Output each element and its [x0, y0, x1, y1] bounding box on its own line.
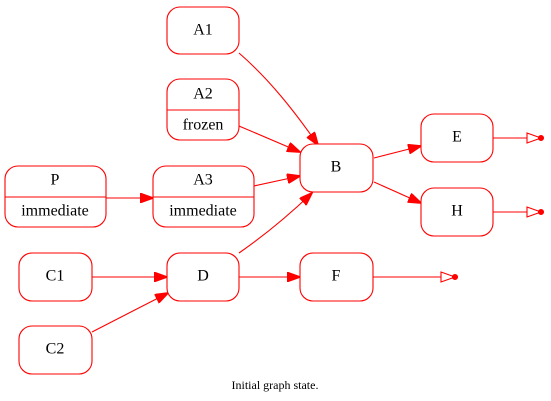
node-a1-label: A1	[193, 22, 213, 39]
edge-d-b	[238, 193, 312, 254]
node-a3-status: immediate	[169, 203, 237, 220]
open-arrowhead-e	[526, 132, 543, 144]
node-d-label: D	[197, 268, 209, 285]
node-p[interactable]: P immediate	[4, 165, 107, 228]
edge-a1-b	[238, 52, 318, 145]
node-a2[interactable]: A2 frozen	[166, 78, 240, 141]
node-c1-label: C1	[46, 268, 65, 285]
node-b[interactable]: B	[299, 143, 374, 193]
terminal-dot-f	[451, 273, 459, 281]
node-a3-label: A3	[193, 172, 213, 189]
node-f[interactable]: F	[299, 252, 374, 302]
terminal-dot-e	[537, 134, 545, 142]
edge-a2-b	[238, 125, 300, 152]
node-d[interactable]: D	[166, 252, 240, 302]
node-a2-status: frozen	[183, 117, 224, 134]
node-c1[interactable]: C1	[18, 252, 93, 302]
node-b-label: B	[331, 159, 342, 176]
open-arrowhead-h	[526, 206, 543, 218]
diagram-caption: Initial graph state.	[232, 378, 319, 392]
edge-b-h	[373, 181, 421, 203]
nodes: A1 A2 frozen P immediate A3 immediate B …	[4, 6, 494, 375]
node-a1[interactable]: A1	[166, 6, 240, 55]
edge-a3-b	[253, 176, 300, 187]
node-f-label: F	[332, 268, 341, 285]
terminal-dot-h	[537, 208, 545, 216]
node-a3[interactable]: A3 immediate	[152, 165, 255, 228]
node-h-label: H	[451, 203, 463, 220]
node-c2[interactable]: C2	[18, 325, 93, 375]
node-e-label: E	[452, 129, 462, 146]
edges	[91, 52, 545, 333]
node-p-label: P	[51, 172, 60, 189]
edge-b-e	[373, 146, 421, 159]
node-e[interactable]: E	[420, 113, 494, 163]
node-c2-label: C2	[46, 341, 65, 358]
node-a2-label: A2	[193, 86, 213, 103]
node-h[interactable]: H	[420, 187, 494, 237]
edge-c2-d	[91, 293, 168, 333]
node-p-status: immediate	[21, 203, 89, 220]
open-arrowhead-f	[440, 271, 457, 283]
